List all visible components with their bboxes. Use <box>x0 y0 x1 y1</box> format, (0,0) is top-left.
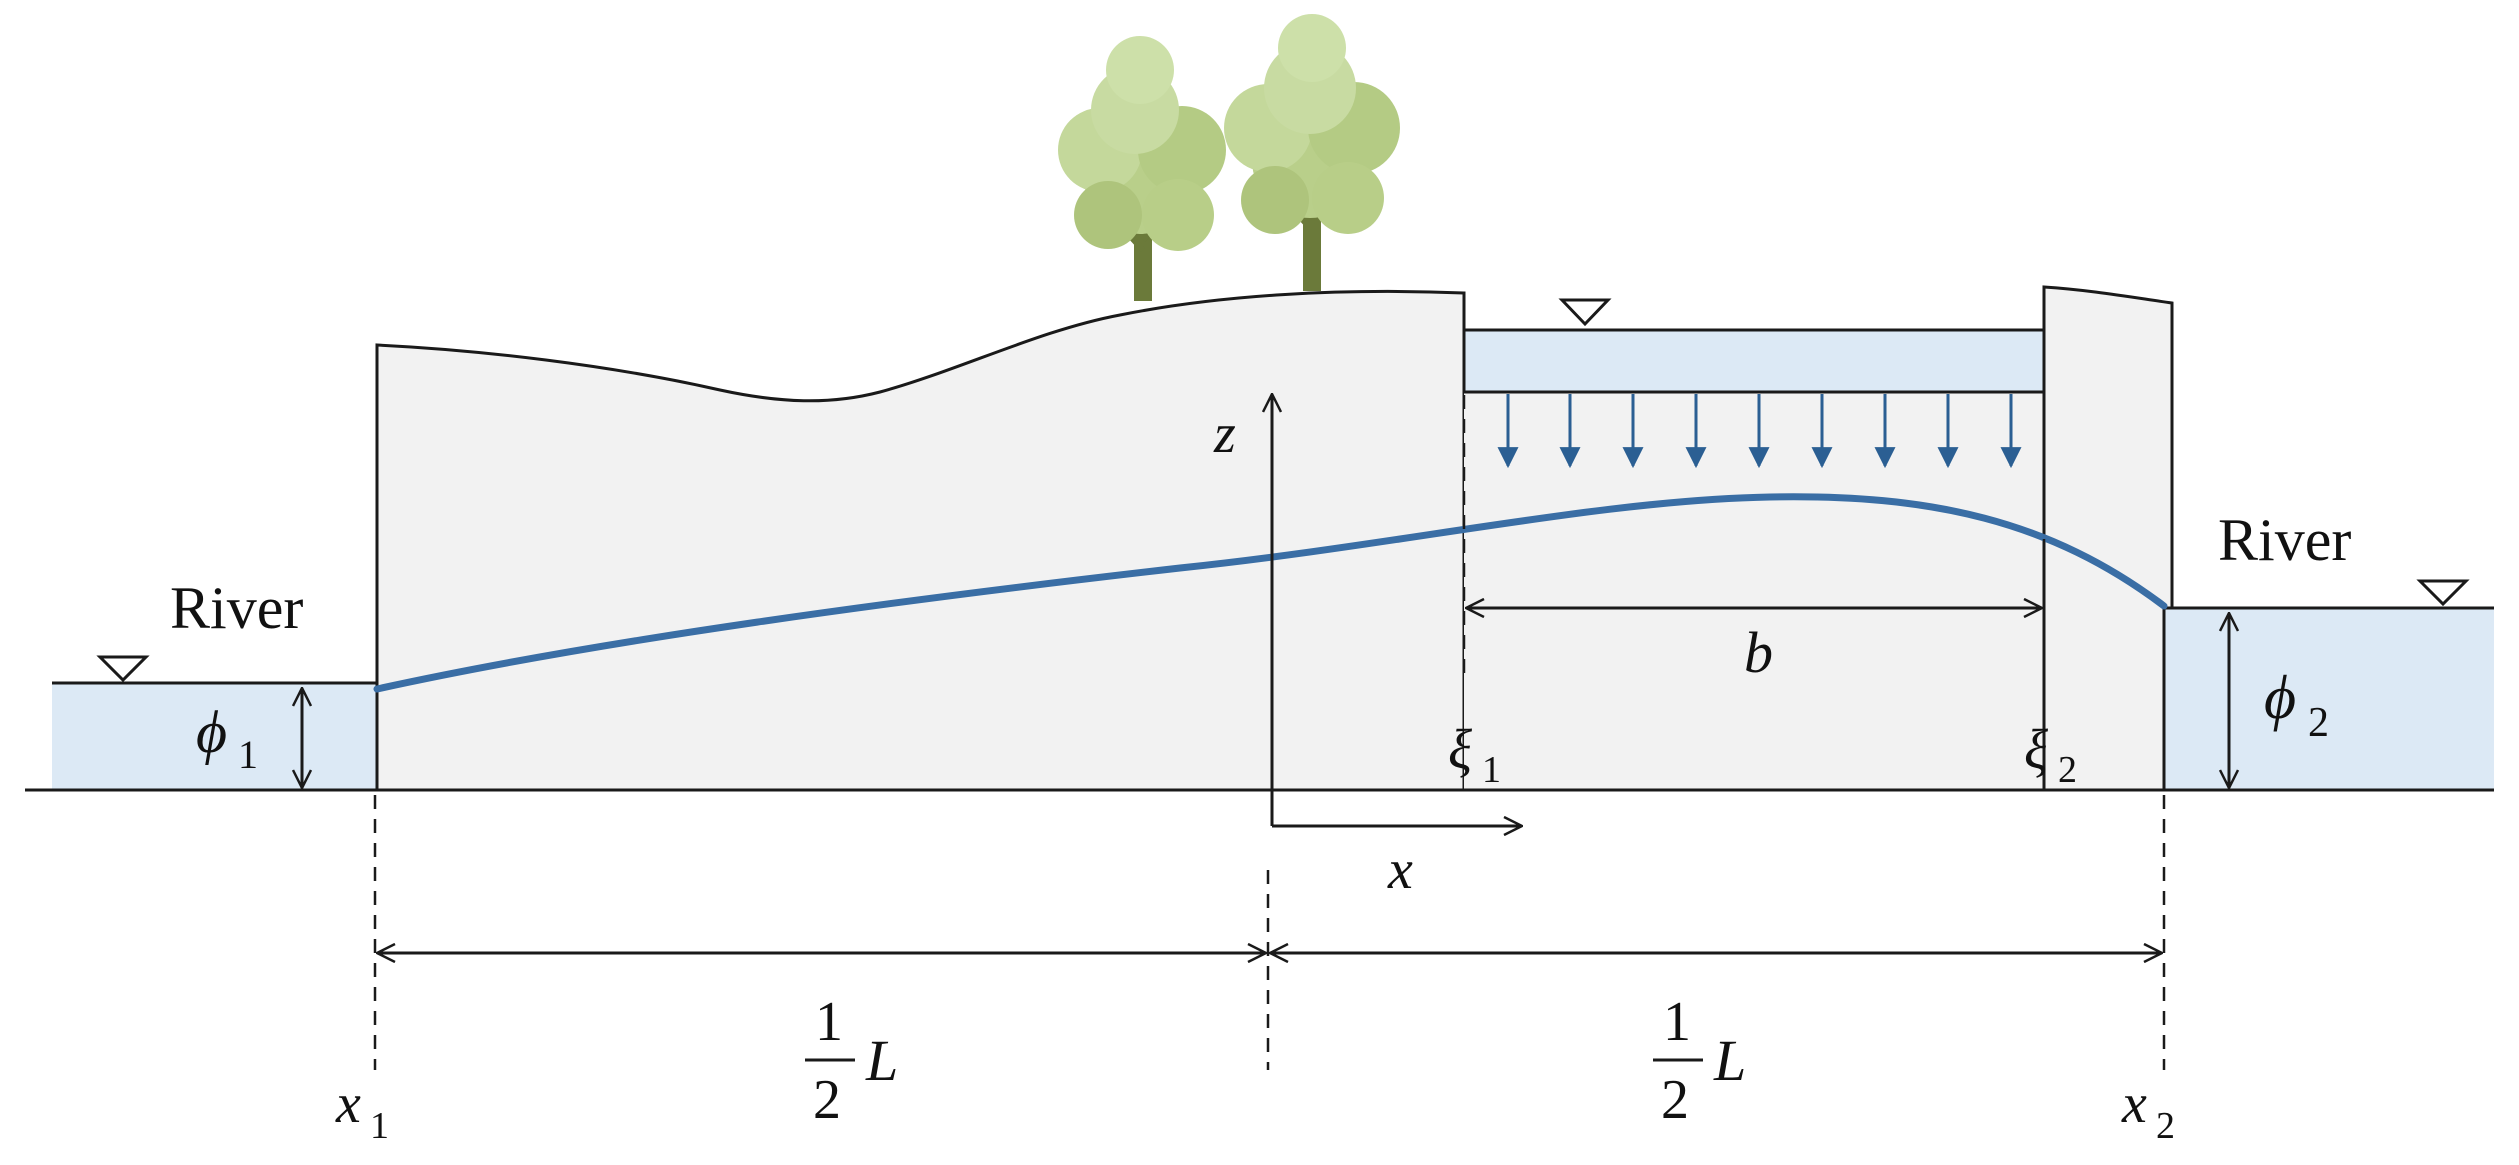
river-left-label: River <box>170 575 303 641</box>
xi2-label: ξ 2 <box>2024 719 2077 791</box>
svg-text:1: 1 <box>238 732 258 777</box>
svg-text:1: 1 <box>1482 749 1501 791</box>
x1-label: x 1 <box>335 1073 389 1147</box>
soil-under-pond <box>1464 392 2044 790</box>
svg-text:x: x <box>335 1073 361 1135</box>
soil-body-right <box>2042 285 2174 792</box>
svg-text:2: 2 <box>2308 700 2329 746</box>
svg-text:L: L <box>1713 1028 1746 1093</box>
tree-icon <box>1224 14 1400 291</box>
phi1-label: ϕ 1 <box>196 699 258 777</box>
groundwater-table-curve <box>373 493 2168 693</box>
water-level-marker-pond-icon <box>1558 298 1612 327</box>
svg-text:ϕ: ϕ <box>2264 664 2296 732</box>
tree-icon <box>1058 36 1226 301</box>
svg-text:2: 2 <box>1661 1069 1689 1131</box>
svg-text:ξ: ξ <box>1448 719 1472 781</box>
pond-water <box>1464 330 2044 392</box>
right-half-L-label: 1 2 L <box>1661 991 1746 1131</box>
svg-text:2: 2 <box>2058 749 2077 791</box>
z-axis-label: z <box>1213 403 1236 465</box>
svg-text:ϕ: ϕ <box>196 699 227 765</box>
svg-text:2: 2 <box>813 1069 841 1131</box>
svg-text:1: 1 <box>815 991 843 1053</box>
x2-label: x 2 <box>2121 1073 2175 1147</box>
dashed-guides <box>373 395 2166 1070</box>
svg-text:L: L <box>865 1028 898 1093</box>
svg-text:1: 1 <box>1663 991 1691 1053</box>
b-label: b <box>1744 620 1773 685</box>
soil-body-main <box>375 289 1466 792</box>
right-river-water <box>2164 608 2494 790</box>
water-level-marker-right-icon <box>2416 579 2470 607</box>
left-half-L-label: 1 2 L <box>813 991 898 1131</box>
svg-text:1: 1 <box>370 1105 389 1147</box>
xi1-label: ξ 1 <box>1448 719 1501 791</box>
recharge-arrows <box>1497 394 2022 469</box>
water-level-marker-left-icon <box>96 655 150 683</box>
svg-text:ξ: ξ <box>2024 719 2048 781</box>
left-river-water <box>52 683 377 790</box>
svg-text:x: x <box>2121 1073 2147 1135</box>
phi2-label: ϕ 2 <box>2264 664 2329 746</box>
svg-text:2: 2 <box>2156 1105 2175 1147</box>
river-right-label: River <box>2218 507 2351 573</box>
x-axis-label: x <box>1387 839 1413 901</box>
